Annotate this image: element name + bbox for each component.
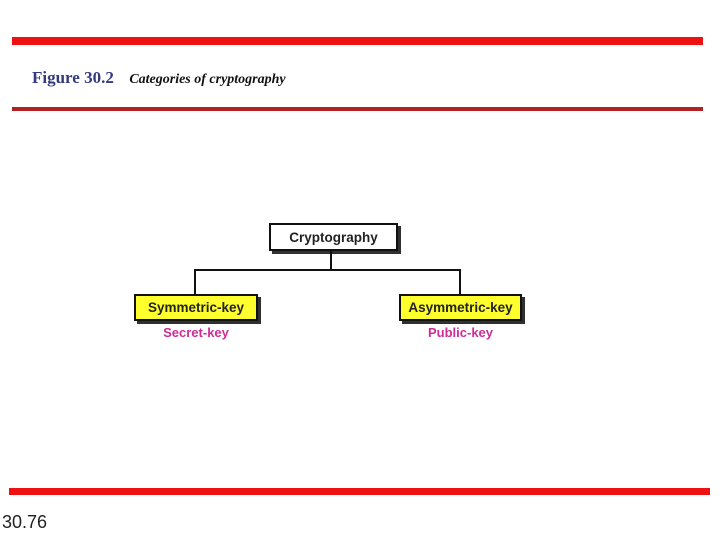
caption-underline-rule <box>12 107 703 111</box>
figure-title: Categories of cryptography <box>129 72 286 87</box>
bottom-divider-bar <box>9 488 710 495</box>
page-number: 30.76 <box>2 512 48 532</box>
label-secret-key: Secret-key <box>163 325 229 340</box>
figure-label: Figure 30.2 <box>32 68 114 87</box>
connector-horizontal <box>194 269 461 271</box>
node-symmetric-key: Symmetric-key <box>134 294 258 321</box>
label-public-key: Public-key <box>427 325 494 340</box>
connector-right-vertical <box>459 270 461 294</box>
figure-caption: Figure 30.2 Categories of cryptography <box>32 68 286 88</box>
connector-root-vertical <box>330 251 332 270</box>
node-asymmetric-key: Asymmetric-key <box>399 294 522 321</box>
node-cryptography: Cryptography <box>269 223 398 251</box>
top-divider-bar <box>12 37 703 45</box>
connector-left-vertical <box>194 270 196 294</box>
